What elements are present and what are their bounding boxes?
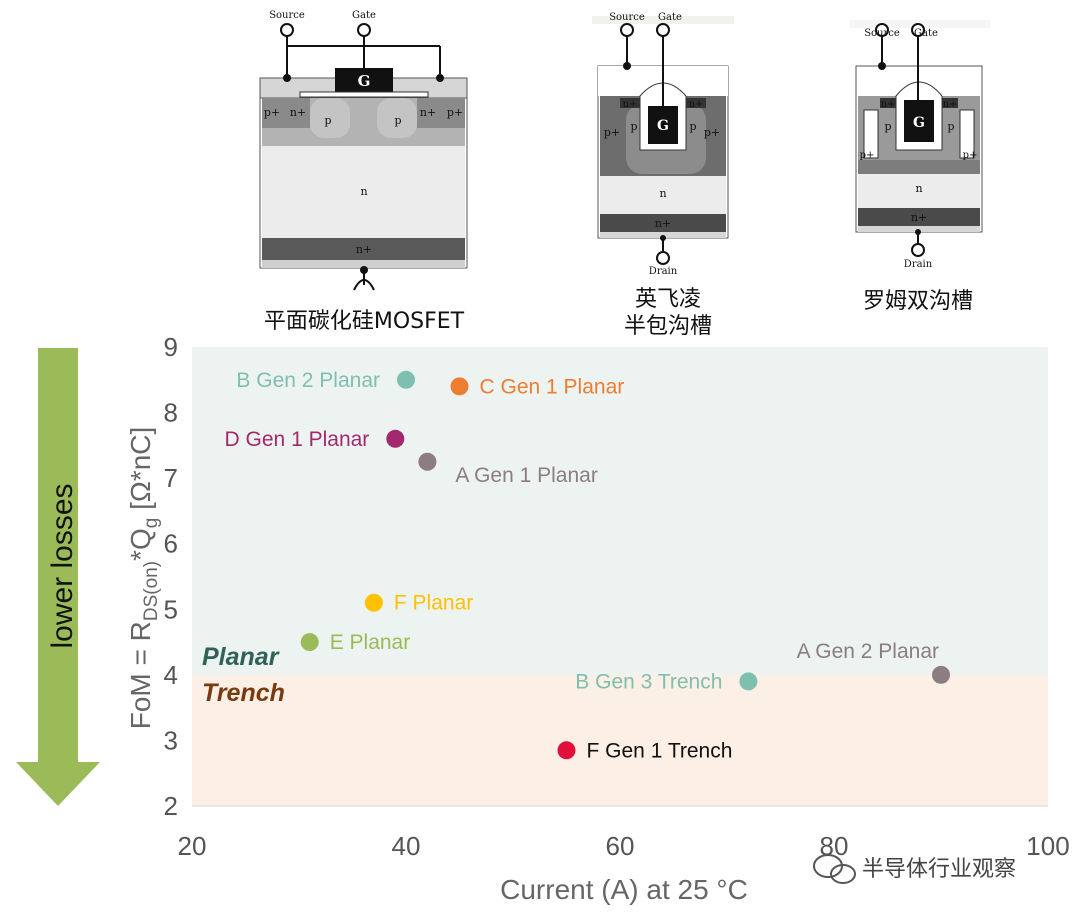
data-point-label: E Planar bbox=[330, 631, 411, 654]
watermark: 半导体行业观察 bbox=[813, 854, 1016, 884]
gate-g-label: G bbox=[358, 72, 371, 90]
y-axis-title: FoM = RDS(on)*Qg [Ω*nC] bbox=[125, 427, 162, 730]
x-tick-label: 100 bbox=[1026, 831, 1069, 861]
p-label: p bbox=[324, 114, 331, 127]
drain-label: Drain bbox=[649, 266, 678, 277]
data-point bbox=[386, 429, 405, 448]
p-plus-label: p+ bbox=[963, 150, 978, 161]
p-label: p bbox=[689, 120, 696, 133]
gate-g-label: G bbox=[913, 115, 925, 131]
p-plus-label: p+ bbox=[264, 106, 280, 119]
n-plus-label: n+ bbox=[655, 217, 671, 230]
p-plus-label: p+ bbox=[604, 126, 620, 139]
p-plus-label: p+ bbox=[860, 150, 875, 161]
planar-region bbox=[192, 347, 1048, 675]
data-point bbox=[397, 370, 415, 389]
y-tick-label: 7 bbox=[164, 463, 178, 493]
data-point bbox=[300, 633, 319, 652]
n-plus-label: n+ bbox=[623, 99, 638, 110]
p-plus-label: p+ bbox=[704, 126, 720, 139]
data-point-label: A Gen 1 Planar bbox=[455, 464, 597, 487]
x-axis-title: Current (A) at 25 °C bbox=[500, 874, 748, 905]
trench-region-label: Trench bbox=[202, 679, 285, 707]
planar-mosfet-diagram: Source Gate G p+ n+ p p n+ p+ n n+ bbox=[259, 10, 468, 291]
y-tick-label: 9 bbox=[164, 332, 178, 362]
x-tick-label: 20 bbox=[178, 831, 207, 861]
data-point bbox=[450, 377, 469, 396]
wechat-icon bbox=[813, 854, 856, 884]
n-plus-label: n+ bbox=[943, 99, 958, 110]
data-point-labels: B Gen 2 Planar C Gen 1 Planar D Gen 1 Plan… bbox=[225, 369, 939, 762]
n-plus-label: n+ bbox=[881, 99, 896, 110]
data-point bbox=[364, 593, 383, 612]
y-tick-label: 3 bbox=[164, 725, 178, 755]
half-trench-caption-line-2: 半包沟槽 bbox=[624, 314, 712, 339]
double-trench-diagram: Source Gate G n+ n+ p p p+ p+ n n+ Drain bbox=[850, 20, 990, 270]
y-tick-label: 4 bbox=[164, 660, 178, 690]
half-trench-caption-line-1: 英飞凌 bbox=[635, 287, 701, 312]
n-label: n bbox=[360, 185, 367, 198]
data-point bbox=[739, 672, 758, 691]
data-point-label: B Gen 3 Trench bbox=[575, 670, 722, 693]
gate-label: Gate bbox=[352, 10, 376, 21]
data-point-label: D Gen 1 Planar bbox=[225, 428, 370, 451]
planar-region-label: Planar bbox=[202, 643, 280, 671]
source-label: Source bbox=[864, 28, 900, 39]
p-label: p bbox=[630, 120, 637, 133]
source-label: Source bbox=[609, 12, 645, 23]
n-plus-label: n+ bbox=[911, 211, 927, 224]
data-point-label: F Gen 1 Trench bbox=[587, 739, 733, 762]
y-tick-labels: 2 3 4 5 6 7 8 9 bbox=[164, 332, 178, 821]
n-plus-label: n+ bbox=[290, 106, 306, 119]
x-tick-label: 60 bbox=[606, 831, 635, 861]
data-point-label: F Planar bbox=[394, 592, 473, 615]
p-label: p bbox=[947, 120, 954, 133]
gate-label: Gate bbox=[658, 12, 682, 23]
n-plus-label: n+ bbox=[689, 99, 704, 110]
arrow-head bbox=[16, 762, 100, 806]
lower-losses-arrow: lower losses bbox=[16, 348, 100, 806]
source-label: Source bbox=[269, 10, 305, 21]
n-plus-label: n+ bbox=[356, 243, 372, 256]
y-tick-label: 5 bbox=[164, 594, 178, 624]
gate-g-label: G bbox=[657, 118, 669, 134]
data-point bbox=[557, 741, 576, 760]
y-tick-label: 6 bbox=[164, 529, 178, 559]
watermark-text: 半导体行业观察 bbox=[862, 857, 1016, 882]
p-plus-label: p+ bbox=[447, 106, 463, 119]
data-point bbox=[932, 665, 950, 684]
n-plus-label: n+ bbox=[420, 106, 436, 119]
n-label: n bbox=[915, 182, 922, 195]
gate-label: Gate bbox=[914, 28, 938, 39]
x-tick-label: 40 bbox=[392, 831, 421, 861]
n-label: n bbox=[659, 187, 666, 200]
double-trench-caption: 罗姆双沟槽 bbox=[863, 289, 973, 314]
data-point-label: C Gen 1 Planar bbox=[480, 375, 625, 398]
drain-label: Drain bbox=[904, 259, 933, 270]
data-point bbox=[418, 452, 437, 471]
arrow-shaft bbox=[38, 348, 78, 764]
y-tick-label: 8 bbox=[164, 398, 178, 428]
half-trench-diagram: Source Gate G n+ n+ p p+ p p+ n n+ Drain bbox=[592, 12, 734, 277]
data-point-label: B Gen 2 Planar bbox=[236, 369, 380, 392]
trench-region bbox=[192, 674, 1048, 806]
data-point-label: A Gen 2 Planar bbox=[797, 640, 939, 663]
p-label: p bbox=[884, 120, 891, 133]
arrow-label: lower losses bbox=[46, 483, 79, 648]
planar-caption: 平面碳化硅MOSFET bbox=[264, 309, 465, 334]
y-tick-label: 2 bbox=[164, 791, 178, 821]
data-points bbox=[300, 370, 950, 760]
p-label: p bbox=[394, 114, 401, 127]
